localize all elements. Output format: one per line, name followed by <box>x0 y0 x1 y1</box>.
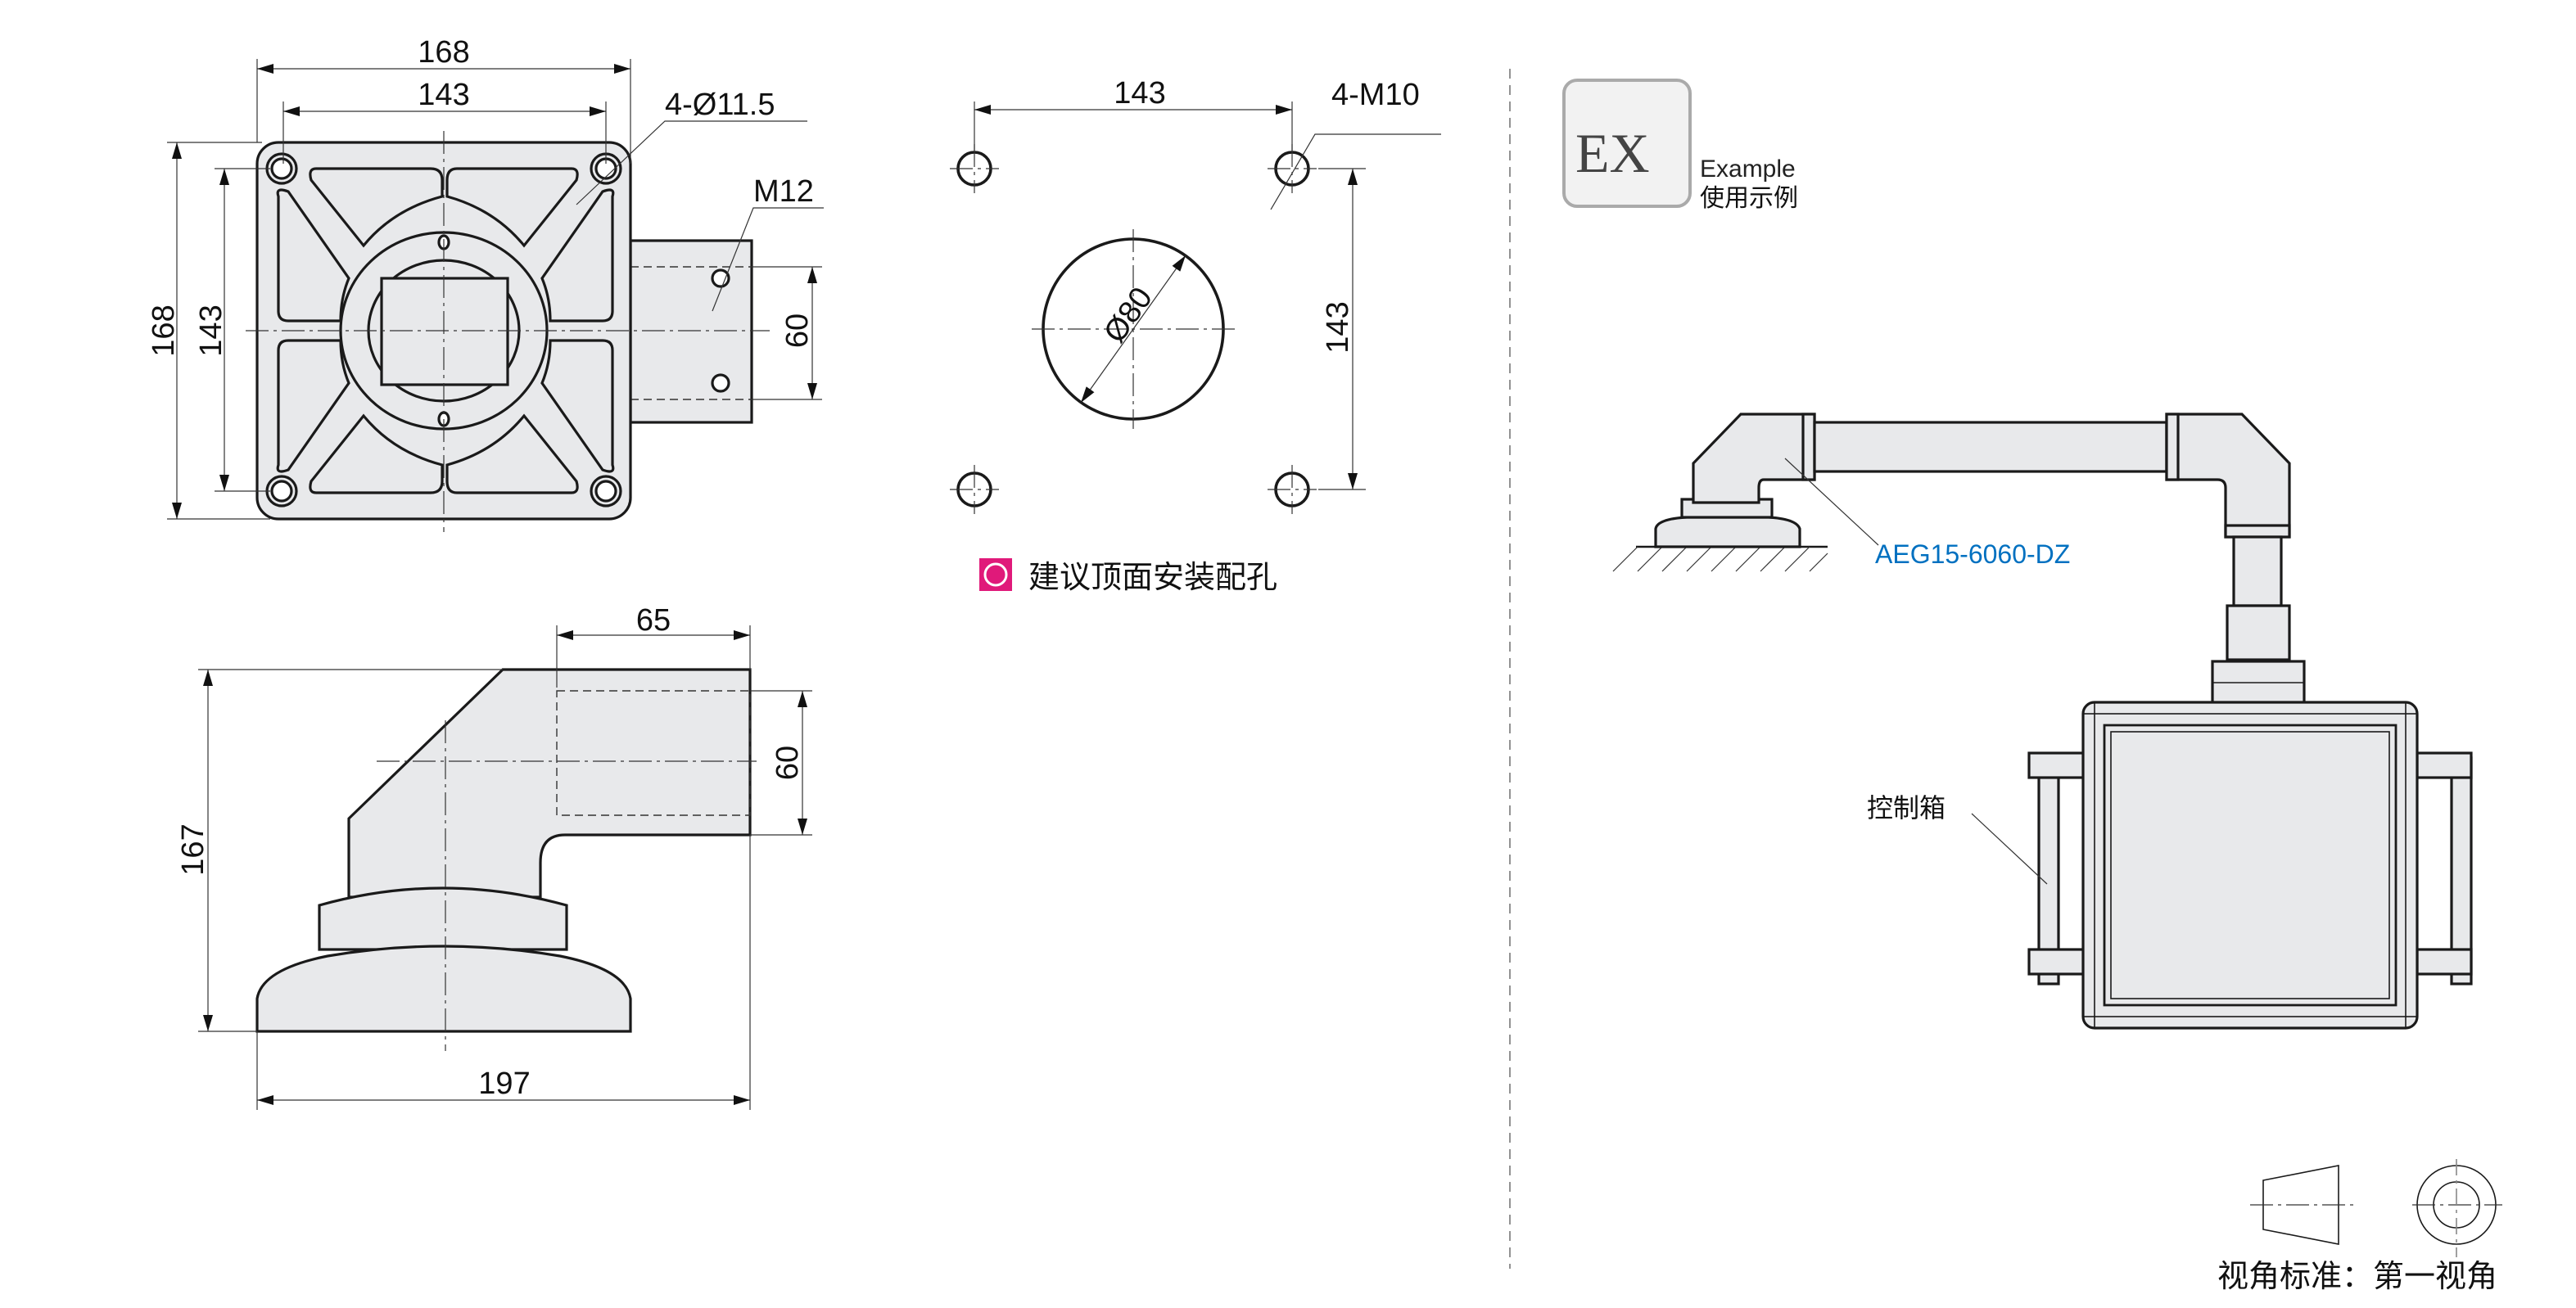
thread-hole <box>711 268 730 288</box>
dim-arm-height: 60 <box>780 313 815 348</box>
dim-width-inner: 143 <box>418 78 469 112</box>
left-elbow <box>1692 413 1816 504</box>
dim-total-length: 197 <box>478 1067 530 1101</box>
dome <box>318 886 568 951</box>
square-bore <box>380 277 509 386</box>
top-view: 168 143 168 143 60 4-Ø11.5 M12 <box>147 35 824 532</box>
arm-base <box>1654 516 1801 548</box>
elbow-body <box>347 668 752 899</box>
mounting-holes <box>950 144 1317 514</box>
vertical-tube <box>2232 535 2283 607</box>
box-handle-left <box>2027 751 2091 986</box>
dim-height: 143 <box>1321 301 1355 353</box>
arm-top <box>629 239 753 424</box>
dim-width-outer: 168 <box>418 35 469 70</box>
dim-arm-length: 65 <box>636 603 671 638</box>
control-box <box>2081 701 2419 1030</box>
badge-text: EX <box>1575 122 1650 184</box>
legend-text: 建议顶面安装配孔 <box>1028 559 1277 595</box>
mounting-holes <box>265 152 622 507</box>
hole-callout: 4-Ø11.5 <box>665 88 775 122</box>
dim-width: 143 <box>1114 76 1165 111</box>
example-section: EX Example 使用示例 AEG15-6060-DZ 控制箱 <box>1562 79 2473 1030</box>
projection-label: 视角标准：第一视角 <box>2217 1258 2497 1294</box>
example-title-cn: 使用示例 <box>1700 184 1798 213</box>
ground-hatch <box>1612 546 1828 572</box>
mounting-pattern: Ø80 143 4-M10 143 建议顶面安装配孔 <box>950 76 1441 595</box>
hole-callout: 4-M10 <box>1331 78 1420 112</box>
box-handle-right <box>2416 751 2473 986</box>
base-flange <box>255 945 632 1033</box>
right-elbow <box>2165 413 2291 539</box>
example-badge <box>1562 79 1692 208</box>
dim-arm-height: 60 <box>771 746 805 780</box>
side-view: 65 60 167 197 <box>176 603 812 1110</box>
circle-icon <box>983 562 1008 587</box>
thread-callout: M12 <box>753 174 814 209</box>
dim-height-outer: 168 <box>147 304 181 356</box>
projection-symbol: 视角标准：第一视角 <box>2217 1159 2502 1294</box>
dim-total-height: 167 <box>176 823 210 875</box>
cone-icon <box>2262 1165 2339 1245</box>
dim-height-inner: 143 <box>194 304 228 356</box>
part-label: AEG15-6060-DZ <box>1875 539 2070 569</box>
box-label: 控制箱 <box>1867 792 1946 823</box>
thread-hole <box>711 373 730 393</box>
horizontal-tube <box>1813 421 2168 473</box>
example-title-en: Example <box>1700 156 1796 183</box>
